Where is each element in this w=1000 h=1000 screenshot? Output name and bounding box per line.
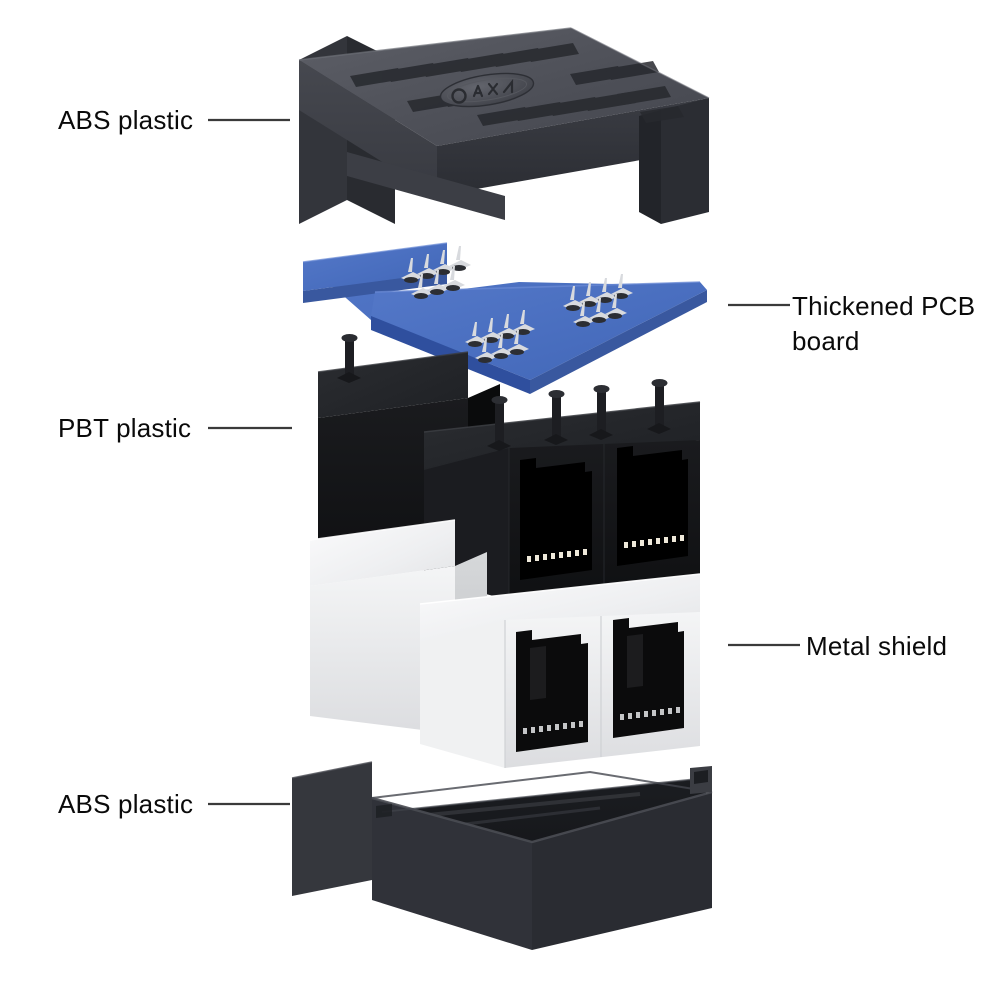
rj45-port-2 xyxy=(617,446,688,566)
pin-header-cluster-c xyxy=(563,274,633,327)
callout-label-pbt-jack: PBT plastic xyxy=(58,411,191,446)
shield-cage-front xyxy=(419,573,701,768)
callout-label-top-housing-text: ABS plastic xyxy=(58,105,194,135)
component-shield-cage xyxy=(309,519,701,768)
callout-label-metal-shield-text: Metal shield xyxy=(806,631,948,661)
callout-label-pcb: Thickened PCB board xyxy=(792,289,1000,359)
callout-label-pbt-jack-text: PBT plastic xyxy=(58,413,192,443)
callout-label-bottom-housing-text: ABS plastic xyxy=(58,789,194,819)
component-top-cover xyxy=(298,27,710,224)
callout-leader-lines xyxy=(208,118,800,806)
component-bottom-tray xyxy=(291,761,713,950)
pin-header-cluster-a xyxy=(401,246,471,299)
pbt-jack-front xyxy=(423,379,701,600)
shield-rj45-cutout-2 xyxy=(613,618,684,738)
callout-label-metal-shield: Metal shield xyxy=(806,629,947,664)
callout-label-pcb-line2: board xyxy=(792,326,860,357)
shield-rj45-cutout-1 xyxy=(516,630,588,752)
jack-pin-posts xyxy=(487,379,671,451)
component-pcb-board xyxy=(302,242,707,394)
callout-label-bottom-housing: ABS plastic xyxy=(58,787,193,822)
jack-pin-post xyxy=(337,334,361,383)
pin-header-cluster-b xyxy=(465,310,535,363)
brand-logo-emboss xyxy=(439,72,535,108)
callout-label-top-housing: ABS plastic xyxy=(58,103,193,138)
callout-label-pcb-line1: Thickened PCB xyxy=(792,291,976,321)
rj45-port-1 xyxy=(520,458,592,580)
